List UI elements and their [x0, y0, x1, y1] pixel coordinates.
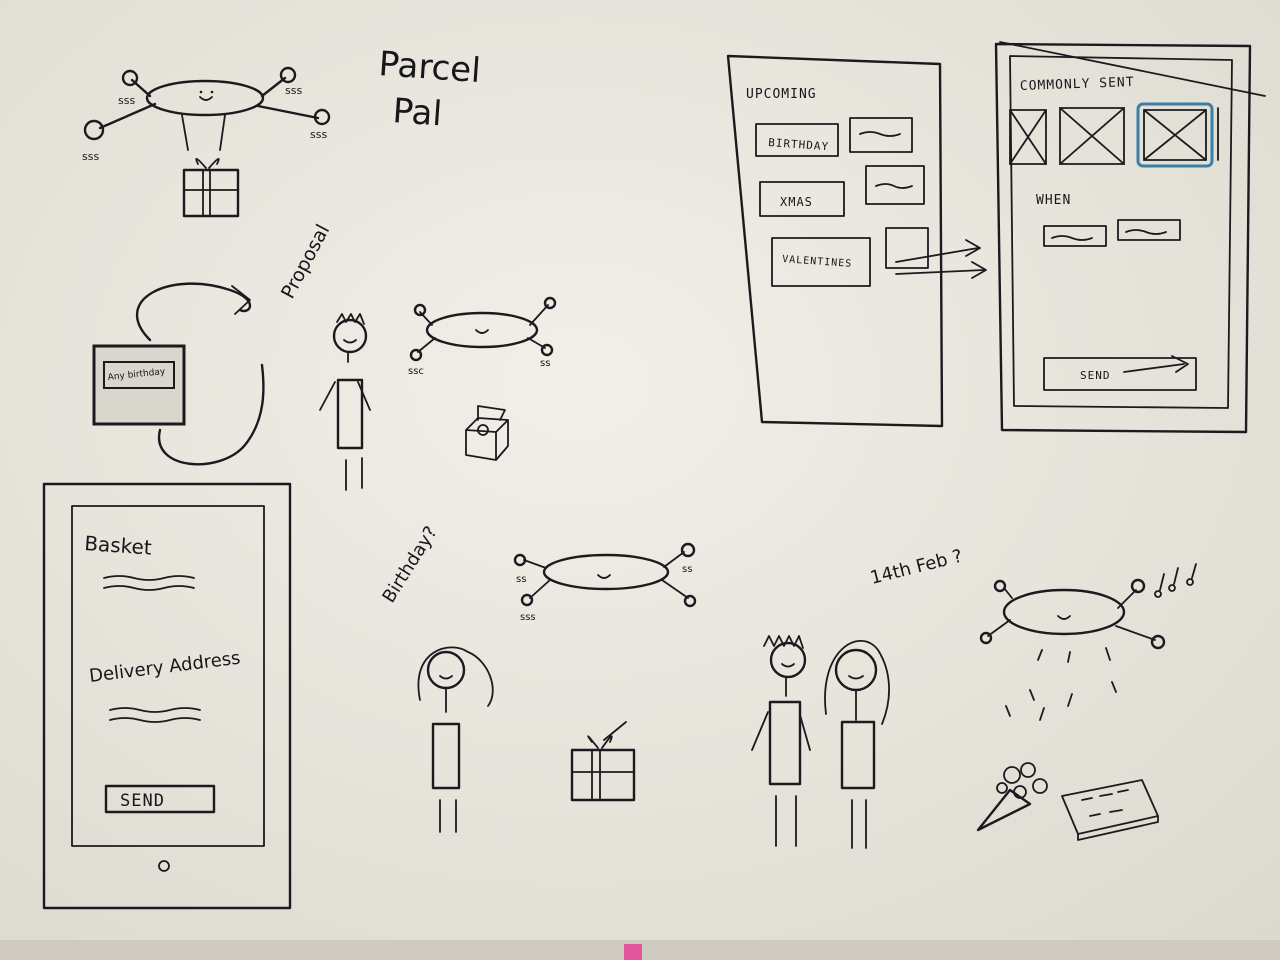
address-field-placeholder[interactable]: [109, 707, 201, 723]
occasion-button-xmas[interactable]: XMAS: [759, 181, 845, 217]
occasion-thumb-xmas[interactable]: [865, 165, 925, 205]
greeting-card-icon: Any birthday: [92, 344, 186, 426]
drone-icon: sss sss sss sss: [82, 66, 331, 163]
phone-wireframe-basket: [42, 482, 292, 910]
arrow-right-icon: [1123, 355, 1189, 373]
gift-option-2[interactable]: [1059, 107, 1125, 165]
commonly-sent-heading: COMMONLY SENT: [1020, 75, 1135, 94]
pink-tab: [624, 944, 642, 960]
occasion-label-xmas: XMAS: [780, 195, 813, 209]
occasion-button-birthday[interactable]: BIRTHDAY: [755, 123, 839, 157]
drone-icon: ss ss sss: [513, 542, 697, 623]
svg-text:sss: sss: [520, 612, 536, 623]
gift-icon: [570, 721, 636, 802]
basket-items-placeholder: [103, 575, 195, 591]
send-button[interactable]: SEND: [1043, 355, 1197, 391]
person-man-icon: [751, 635, 811, 847]
app-title-line1: Parcel: [377, 44, 482, 91]
home-button-icon: [158, 860, 170, 872]
person-woman-icon: [417, 646, 494, 833]
date-option-1[interactable]: [1043, 225, 1107, 247]
drone-icon: ssc ss: [408, 296, 557, 377]
date-option-2[interactable]: [1117, 219, 1181, 241]
transition-arrow-icon: [895, 239, 987, 279]
send-button[interactable]: SEND: [104, 784, 216, 814]
svg-text:sss: sss: [285, 84, 302, 97]
svg-text:sss: sss: [118, 94, 135, 107]
occasion-thumb-valentines[interactable]: [885, 227, 929, 269]
when-label: WHEN: [1036, 193, 1071, 208]
occasion-label-birthday: BIRTHDAY: [768, 136, 830, 153]
app-title-line2: Pal: [391, 91, 443, 134]
svg-text:ss: ss: [682, 564, 692, 575]
send-button-label: SEND: [1080, 369, 1111, 382]
svg-text:ssc: ssc: [408, 366, 424, 377]
occasion-thumb-birthday[interactable]: [849, 117, 913, 153]
basket-label: Basket: [84, 531, 153, 560]
upcoming-heading: UPCOMING: [746, 87, 817, 102]
send-button-label: SEND: [120, 791, 165, 811]
phone-wireframe-commonly-sent: [994, 41, 1266, 434]
occasion-label-valentines: VALENTINES: [782, 254, 853, 270]
person-man-icon: [319, 313, 371, 491]
loop-arrow-icon: [135, 282, 265, 466]
person-woman-icon: [824, 639, 890, 849]
svg-text:ss: ss: [516, 574, 526, 585]
flower-bouquet-icon: [976, 762, 1048, 832]
gift-option-3-selected[interactable]: [1136, 102, 1219, 168]
phone-wireframe-upcoming: [726, 54, 944, 428]
chocolate-box-icon: [1061, 779, 1159, 841]
drone-icon: [979, 563, 1197, 721]
ring-box-icon: [465, 405, 509, 461]
gift-icon: [182, 158, 240, 218]
occasion-button-valentines[interactable]: VALENTINES: [771, 237, 871, 287]
svg-text:sss: sss: [310, 128, 327, 141]
svg-text:sss: sss: [82, 150, 99, 163]
gift-option-1[interactable]: [1009, 109, 1047, 165]
svg-text:ss: ss: [540, 358, 550, 369]
